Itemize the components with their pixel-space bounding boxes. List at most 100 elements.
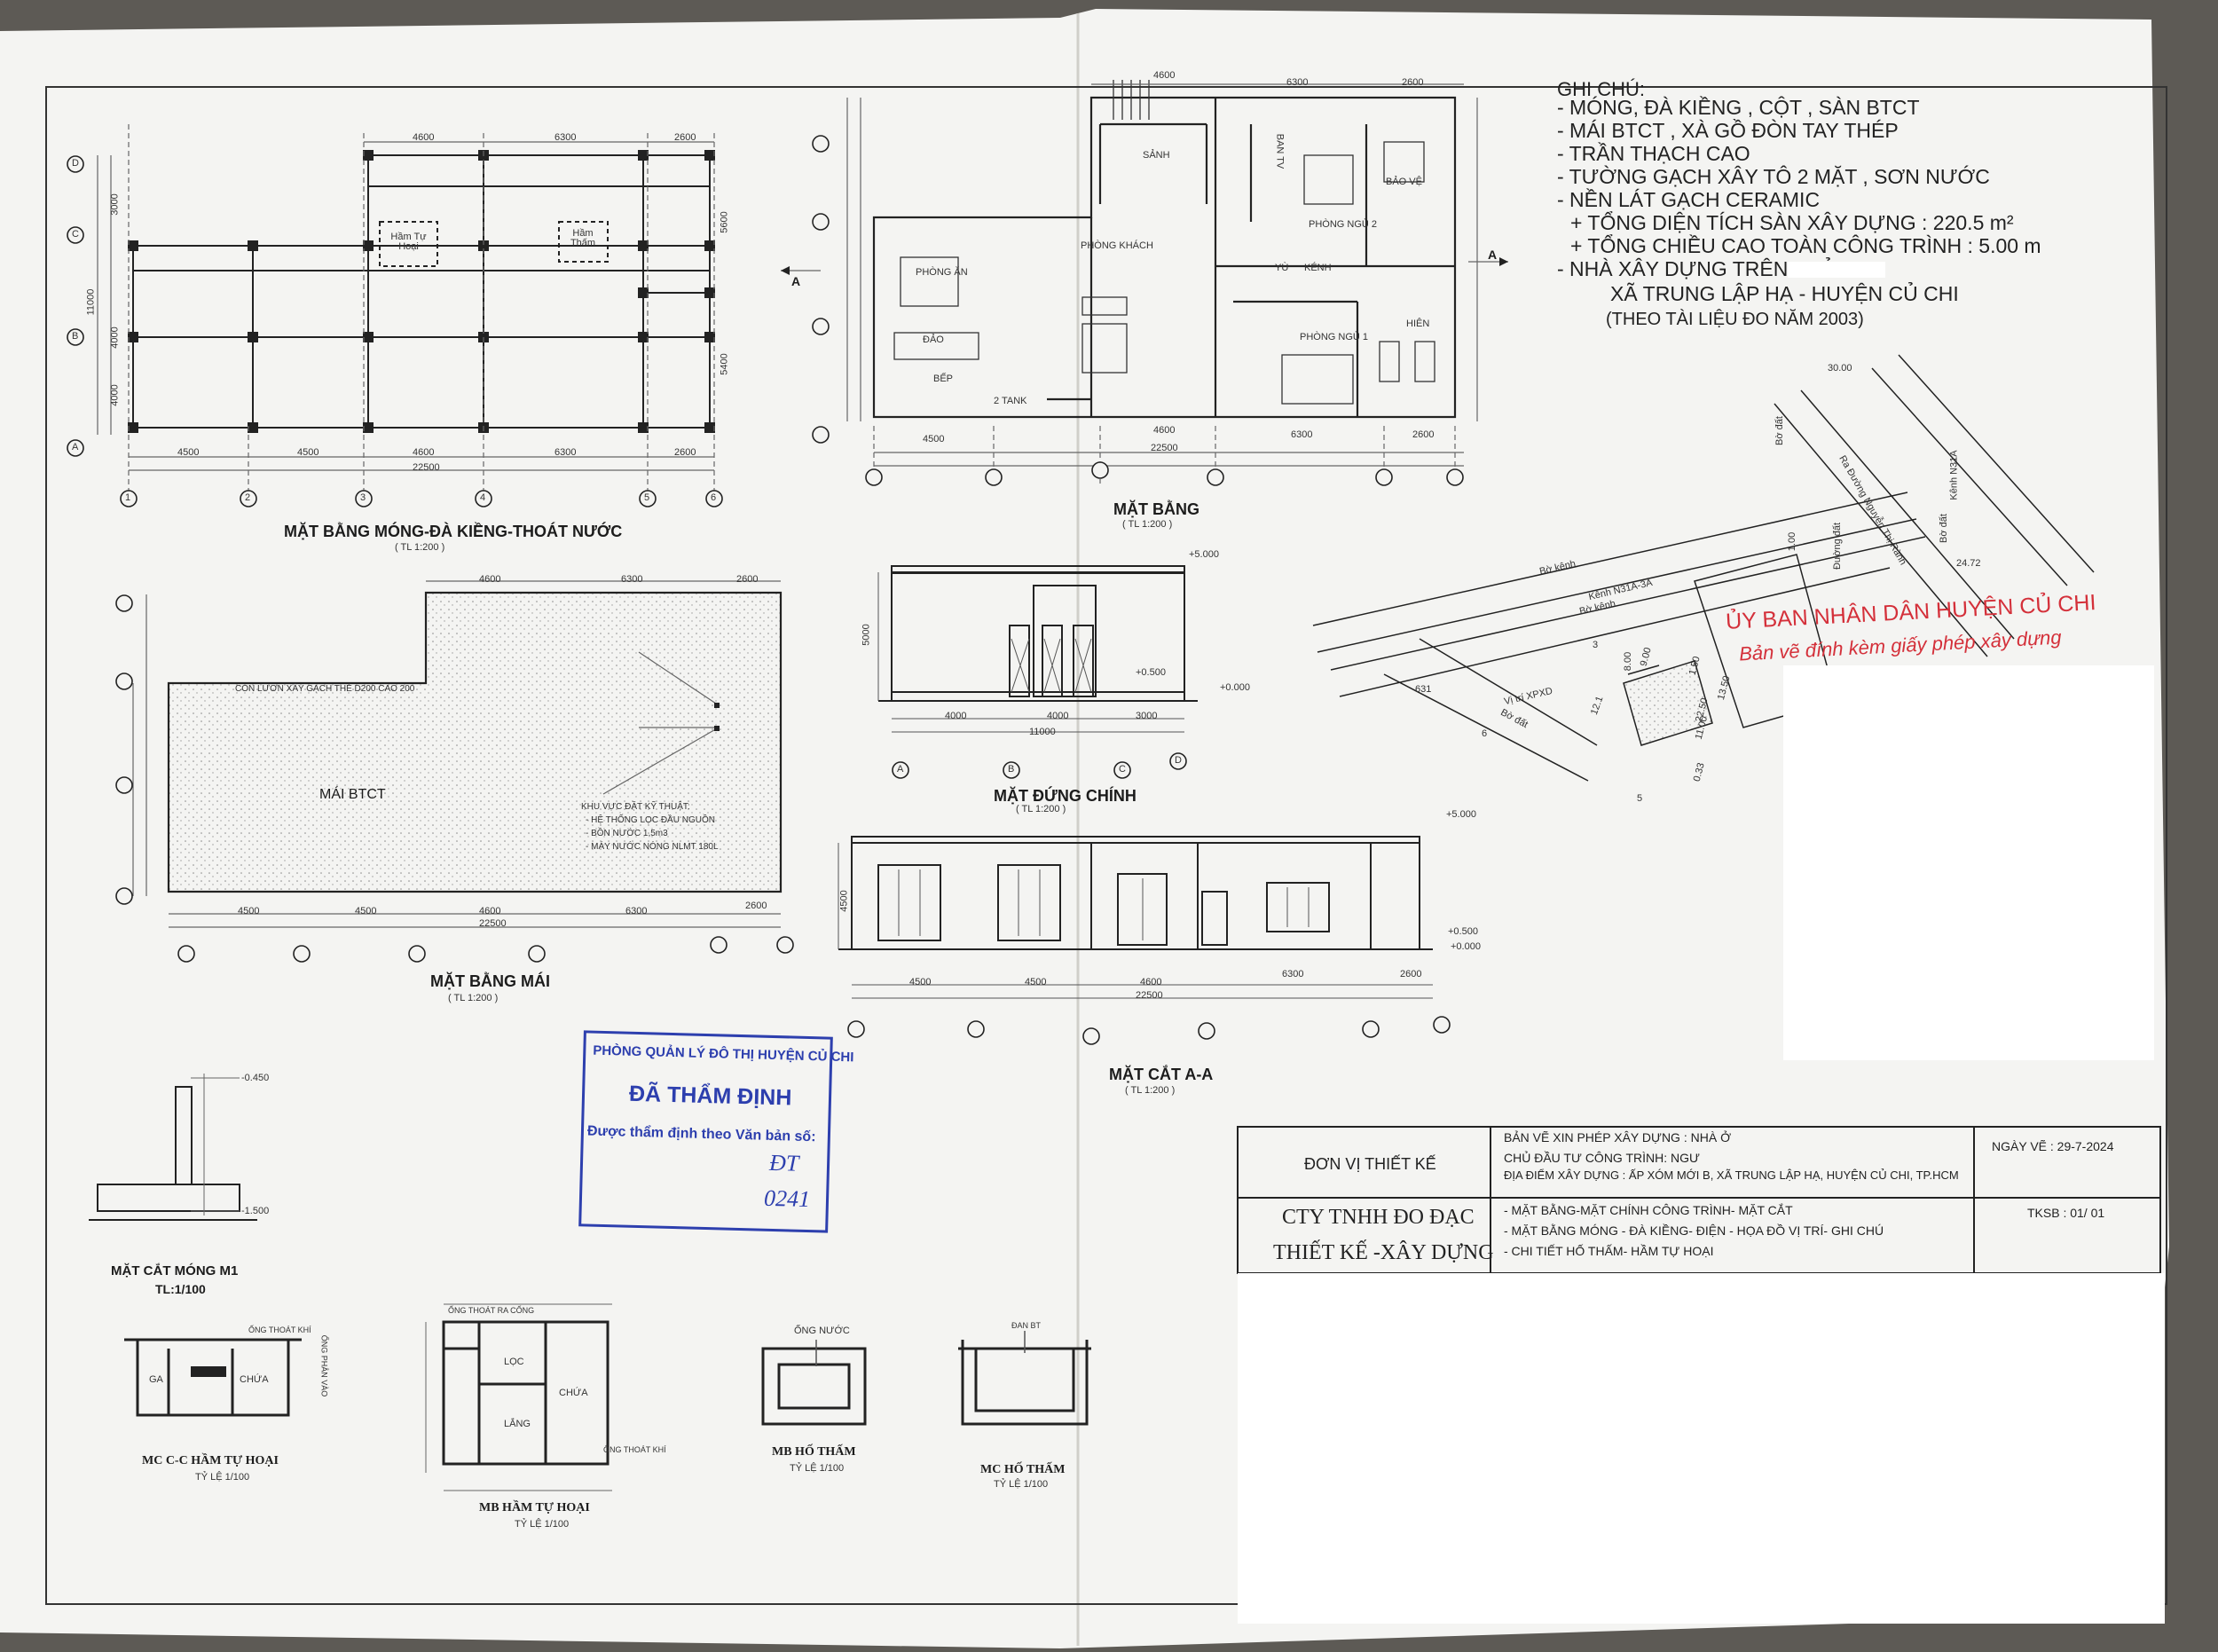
room-label: PHÒNG NGỦ 1 — [1300, 332, 1369, 342]
canal-label: Kênh N31A — [1948, 450, 1960, 500]
dim-text: 4600 — [413, 132, 435, 143]
level-mark: +0.000 — [1451, 941, 1481, 952]
level-mark: +0.000 — [1220, 682, 1250, 693]
site-dim: 24.72 — [1956, 558, 1981, 569]
dim-text: 6300 — [1286, 77, 1309, 88]
grid-bubble-label: C — [72, 229, 79, 240]
dim-text: 4600 — [479, 906, 501, 916]
lot-number: 631 — [1415, 684, 1432, 695]
level-mark: +5.000 — [1189, 549, 1219, 560]
note-item: + TỔNG DIỆN TÍCH SÀN XÂY DỰNG : 220.5 m² — [1570, 211, 2014, 234]
chamber-label: CHỨA — [240, 1374, 269, 1385]
tech-item: - BỒN NƯỚC 1,5m3 — [586, 829, 668, 838]
soak-mb-scale: TỶ LỆ 1/100 — [790, 1463, 845, 1474]
soak-mc-scale: TỶ LỆ 1/100 — [994, 1479, 1049, 1490]
room-label: HIÊN — [1406, 319, 1430, 329]
owner: CHỦ ĐẦU TƯ CÔNG TRÌNH: NGƯ — [1504, 1151, 1700, 1165]
chamber-label: LỌC — [504, 1357, 524, 1367]
bank-label: Bờ đất — [1938, 514, 1949, 543]
chamber-label: CHỨA — [559, 1388, 588, 1398]
soak-mb-title: MB HỐ THẤM — [772, 1445, 856, 1459]
road-label: Đường đất — [1832, 522, 1844, 570]
dim-text: 3000 — [1136, 711, 1158, 721]
room-label: PHÒNG NGỦ 2 — [1309, 219, 1378, 230]
drawing-title: BẢN VẼ XIN PHÉP XÂY DỰNG : NHÀ Ở — [1504, 1130, 1732, 1145]
bank-label: Bờ đất — [1774, 416, 1785, 445]
content-line: - MẶT BẰNG-MẶT CHÍNH CÔNG TRÌNH- MẶT CẮT — [1504, 1203, 1793, 1217]
redaction-block — [1783, 665, 2154, 1060]
level-mark: +5.000 — [1446, 809, 1476, 820]
dim-text: 6300 — [554, 447, 577, 458]
foundation-plan-scale: ( TL 1:200 ) — [395, 542, 445, 553]
front-elevation-scale: ( TL 1:200 ) — [1016, 804, 1066, 814]
site-dim: 8.00 — [1623, 651, 1634, 672]
chamber-label: GA — [149, 1374, 163, 1385]
tech-area-heading: KHU VỰC ĐẶT KỸ THUẬT: — [581, 802, 690, 812]
tech-item: - HỆ THỐNG LỌC ĐẦU NGUỒN — [586, 815, 715, 825]
roof-plan-scale: ( TL 1:200 ) — [448, 993, 499, 1003]
dim-text: 4600 — [1153, 70, 1176, 81]
room-label: PHÒNG KHÁCH — [1081, 240, 1153, 251]
dim-text: 5400 — [719, 353, 730, 375]
room-label: BẢO VỆ — [1386, 177, 1422, 187]
dim-text: 6300 — [1282, 969, 1304, 979]
drawing-date: NGÀY VẼ : 29-7-2024 — [1992, 1139, 2114, 1153]
dim-text: 3000 — [109, 193, 121, 216]
section-mark: A — [1488, 248, 1498, 262]
location: ĐỊA ĐIỂM XÂY DỰNG : ẤP XÓM MỚI B, XÃ TRU… — [1504, 1168, 1959, 1182]
dim-text: 2600 — [674, 447, 696, 458]
note-item: (THEO TÀI LIỆU ĐO NĂM 2003) — [1606, 310, 1864, 329]
front-elevation-title: MẶT ĐỨNG CHÍNH — [994, 787, 1137, 805]
room-label: SẢNH — [1143, 150, 1170, 161]
lot-number: 5 — [1637, 793, 1643, 804]
dim-total: 22500 — [413, 462, 440, 473]
note-item: - MÁI BTCT , XÀ GỒ ĐÒN TAY THÉP — [1557, 119, 1899, 142]
note-item: + TỔNG CHIỀU CAO TOÀN CÔNG TRÌNH : 5.00 … — [1570, 234, 2041, 257]
blue-stamp-hand2: 0241 — [763, 1184, 811, 1213]
dim-text: 2600 — [745, 901, 767, 911]
grid-bubble-label: 2 — [245, 492, 251, 503]
grid-bubble-label: 1 — [125, 492, 131, 503]
dim-text: 5000 — [861, 624, 872, 646]
blue-stamp-line2: ĐÃ THẨM ĐỊNH — [628, 1081, 792, 1111]
grid-bubble-label: 5 — [644, 492, 650, 503]
dim-text: 5600 — [719, 211, 730, 233]
parapet-note: CON LƯƠN XÂY GẠCH THẺ D200 CAO 200 — [235, 684, 415, 694]
company-line2: THIẾT KẾ -XÂY DỰNG — [1273, 1241, 1494, 1264]
dim-text: 4000 — [109, 326, 121, 349]
room-label: 2 TANK — [994, 396, 1027, 406]
lot-number: 6 — [1482, 728, 1488, 739]
room-label: BẾP — [933, 374, 954, 384]
lot-number: 3 — [1593, 640, 1599, 650]
note-item: - NỀN LÁT GẠCH CERAMIC — [1557, 188, 1821, 211]
blue-stamp-line3: Được thẩm định theo Văn bản số: — [586, 1123, 816, 1145]
chamber-label: LẮNG — [504, 1419, 531, 1429]
tech-item: - MÁY NƯỚC NÓNG NLMT 180L — [586, 842, 719, 852]
footing-title: MẶT CẮT MÓNG M1 — [111, 1263, 239, 1278]
dim-text: 4000 — [1047, 711, 1069, 721]
grid-bubble-label: D — [1175, 755, 1182, 766]
level-mark: +0.500 — [1448, 926, 1478, 937]
blue-stamp: PHÒNG QUẢN LÝ ĐÔ THỊ HUYỆN CỦ CHI ĐÃ THẨ… — [578, 1030, 854, 1233]
level-mark: +0.500 — [1136, 667, 1166, 678]
pipe-label: ỐNG PHÂN VÀO — [319, 1334, 329, 1397]
section-mark: A — [791, 274, 801, 288]
soak-pit-label: Hầm Thấm — [570, 228, 596, 248]
dim-total: 22500 — [479, 918, 507, 929]
note-item: XÃ TRUNG LẬP HẠ - HUYỆN CỦ CHI — [1610, 282, 1959, 305]
note-item: - NHÀ XÂY DỰNG TRÊN THỬA: — [1557, 257, 1858, 280]
pipe-label: ỐNG THOÁT RA CỐNG — [448, 1306, 535, 1315]
grid-bubble-label: B — [72, 331, 79, 342]
footing-scale: TL:1/100 — [155, 1282, 206, 1296]
dim-text: 4500 — [923, 434, 945, 444]
grid-bubble-label: 3 — [360, 492, 366, 503]
dim-text: 6300 — [554, 132, 577, 143]
dim-text: 2600 — [736, 574, 759, 585]
septic-mc-title: MC C-C HẦM TỰ HOẠI — [142, 1454, 279, 1467]
floor-plan-title: MẶT BẰNG — [1113, 500, 1199, 518]
dim-text: 4500 — [297, 447, 319, 458]
dim-text: 4500 — [177, 447, 200, 458]
note-item: - MÓNG, ĐÀ KIỀNG , CỘT , SÀN BTCT — [1557, 96, 1920, 119]
